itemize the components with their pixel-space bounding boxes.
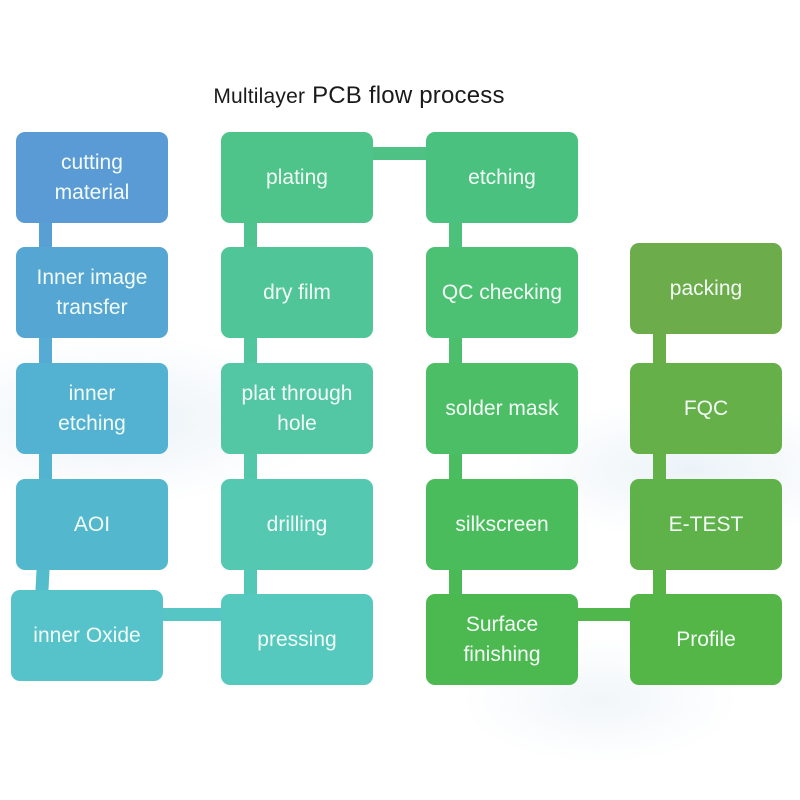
title-part-2: PCB flow process bbox=[312, 82, 505, 109]
step-inner-image-transfer[interactable]: Inner image transfer bbox=[16, 247, 168, 338]
step-dry-film[interactable]: dry film bbox=[221, 247, 373, 338]
step-surface-finishing[interactable]: Surface finishing bbox=[426, 594, 578, 685]
step-packing[interactable]: packing bbox=[630, 243, 782, 334]
connector bbox=[449, 569, 462, 594]
connector bbox=[244, 338, 257, 364]
step-drilling[interactable]: drilling bbox=[221, 479, 373, 570]
title-part-1: Multilayer bbox=[213, 85, 306, 108]
step-profile[interactable]: Profile bbox=[630, 594, 782, 685]
connector bbox=[653, 454, 666, 480]
connector bbox=[244, 223, 257, 248]
connector bbox=[244, 569, 257, 594]
connector bbox=[449, 223, 462, 248]
step-pressing[interactable]: pressing bbox=[221, 594, 373, 685]
connector bbox=[449, 454, 462, 480]
connector bbox=[373, 147, 427, 160]
step-e-test[interactable]: E-TEST bbox=[630, 479, 782, 570]
step-plat-through-hole[interactable]: plat through hole bbox=[221, 363, 373, 454]
connector bbox=[35, 569, 50, 591]
step-inner-etching[interactable]: inner etching bbox=[16, 363, 168, 454]
step-silkscreen[interactable]: silkscreen bbox=[426, 479, 578, 570]
step-cutting-material[interactable]: cutting material bbox=[16, 132, 168, 223]
connector bbox=[39, 223, 52, 248]
step-aoi[interactable]: AOI bbox=[16, 479, 168, 570]
connector bbox=[39, 338, 52, 364]
connector bbox=[163, 608, 223, 621]
step-solder-mask[interactable]: solder mask bbox=[426, 363, 578, 454]
step-fqc[interactable]: FQC bbox=[630, 363, 782, 454]
step-inner-oxide[interactable]: inner Oxide bbox=[11, 590, 163, 681]
connector bbox=[39, 454, 52, 480]
connector bbox=[653, 334, 666, 364]
diagram-title: Multilayer PCB flow process bbox=[0, 82, 718, 110]
connector bbox=[578, 608, 631, 621]
step-plating[interactable]: plating bbox=[221, 132, 373, 223]
step-qc-checking[interactable]: QC checking bbox=[426, 247, 578, 338]
connector bbox=[244, 454, 257, 480]
connector bbox=[653, 569, 666, 594]
connector bbox=[449, 338, 462, 364]
step-etching[interactable]: etching bbox=[426, 132, 578, 223]
